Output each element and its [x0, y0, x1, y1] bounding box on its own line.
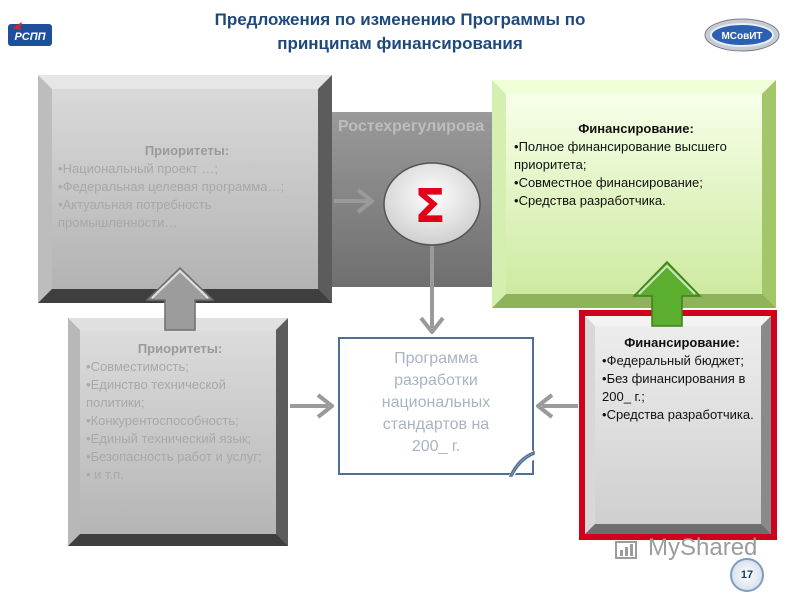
- priorities-top-text: Приоритеты: Национальный проект …; Федер…: [58, 142, 316, 232]
- priorities-bottom-text: Приоритеты: Совместимость; Единство техн…: [86, 340, 274, 484]
- watermark: MyShared: [614, 534, 774, 564]
- list-item: Национальный проект …;: [58, 160, 316, 178]
- program-text: Программа разработки национальных станда…: [381, 350, 491, 455]
- list-item: Совместное финансирование;: [514, 174, 758, 192]
- arrow-to-sum-icon: [334, 188, 374, 214]
- list-item: Актуальная потребность промышленности…: [58, 196, 316, 232]
- rspp-logo-text: РСПП: [14, 31, 46, 43]
- financing-bottom-text: Финансирование: Федеральный бюджет; Без …: [602, 334, 762, 424]
- slide-number: 17: [730, 558, 764, 592]
- list-item: Средства разработчика.: [514, 192, 758, 210]
- financing-top-list: Полное финансирование высшего приоритета…: [514, 138, 758, 210]
- priorities-top-list: Национальный проект …; Федеральная целев…: [58, 160, 316, 232]
- list-item: Безопасность работ и услуг;: [86, 448, 274, 466]
- financing-top-heading: Финансирование:: [578, 121, 694, 136]
- arrow-down-icon: [419, 246, 445, 334]
- list-item: Конкурентоспособность;: [86, 412, 274, 430]
- sum-icon: Σ: [414, 179, 445, 233]
- msovit-logo-text: МСовИТ: [721, 31, 762, 42]
- page-curl-icon: [508, 450, 536, 478]
- rspp-logo-icon: РСПП: [8, 18, 54, 52]
- list-item: Без финансирования в 200_ г.;: [602, 370, 762, 406]
- list-item: Полное финансирование высшего приоритета…: [514, 138, 758, 174]
- list-item: Средства разработчика.: [602, 406, 762, 424]
- list-item: Федеральная целевая программа…;: [58, 178, 316, 196]
- financing-top-text: Финансирование: Полное финансирование вы…: [514, 120, 758, 210]
- list-item: Единый технический язык;: [86, 430, 274, 448]
- financing-bottom-heading: Финансирование:: [624, 335, 740, 350]
- priorities-bottom-heading: Приоритеты:: [137, 341, 223, 356]
- program-box: [338, 337, 534, 475]
- block-arrow-up-green-icon: [632, 260, 702, 327]
- financing-bottom-list: Федеральный бюджет; Без финансирования в…: [602, 352, 762, 424]
- priorities-top-heading: Приоритеты:: [144, 143, 230, 158]
- sum-circle: Σ: [383, 162, 481, 246]
- myshared-logo-icon: [615, 541, 637, 559]
- list-item: и т.п.: [86, 466, 274, 484]
- arrow-left-icon: [536, 393, 578, 419]
- block-arrow-up-gray-icon: [145, 266, 215, 331]
- regulator-label: Ростехрегулирова: [338, 118, 485, 135]
- watermark-text: MyShared: [648, 534, 758, 561]
- priorities-bottom-list: Совместимость; Единство технической поли…: [86, 358, 274, 484]
- list-item: Единство технической политики;: [86, 376, 274, 412]
- msovit-logo-icon: МСовИТ: [704, 18, 780, 52]
- list-item: Федеральный бюджет;: [602, 352, 762, 370]
- page-title: Предложения по изменению Программы по пр…: [214, 10, 586, 53]
- list-item: Совместимость;: [86, 358, 274, 376]
- arrow-right-icon: [290, 393, 334, 419]
